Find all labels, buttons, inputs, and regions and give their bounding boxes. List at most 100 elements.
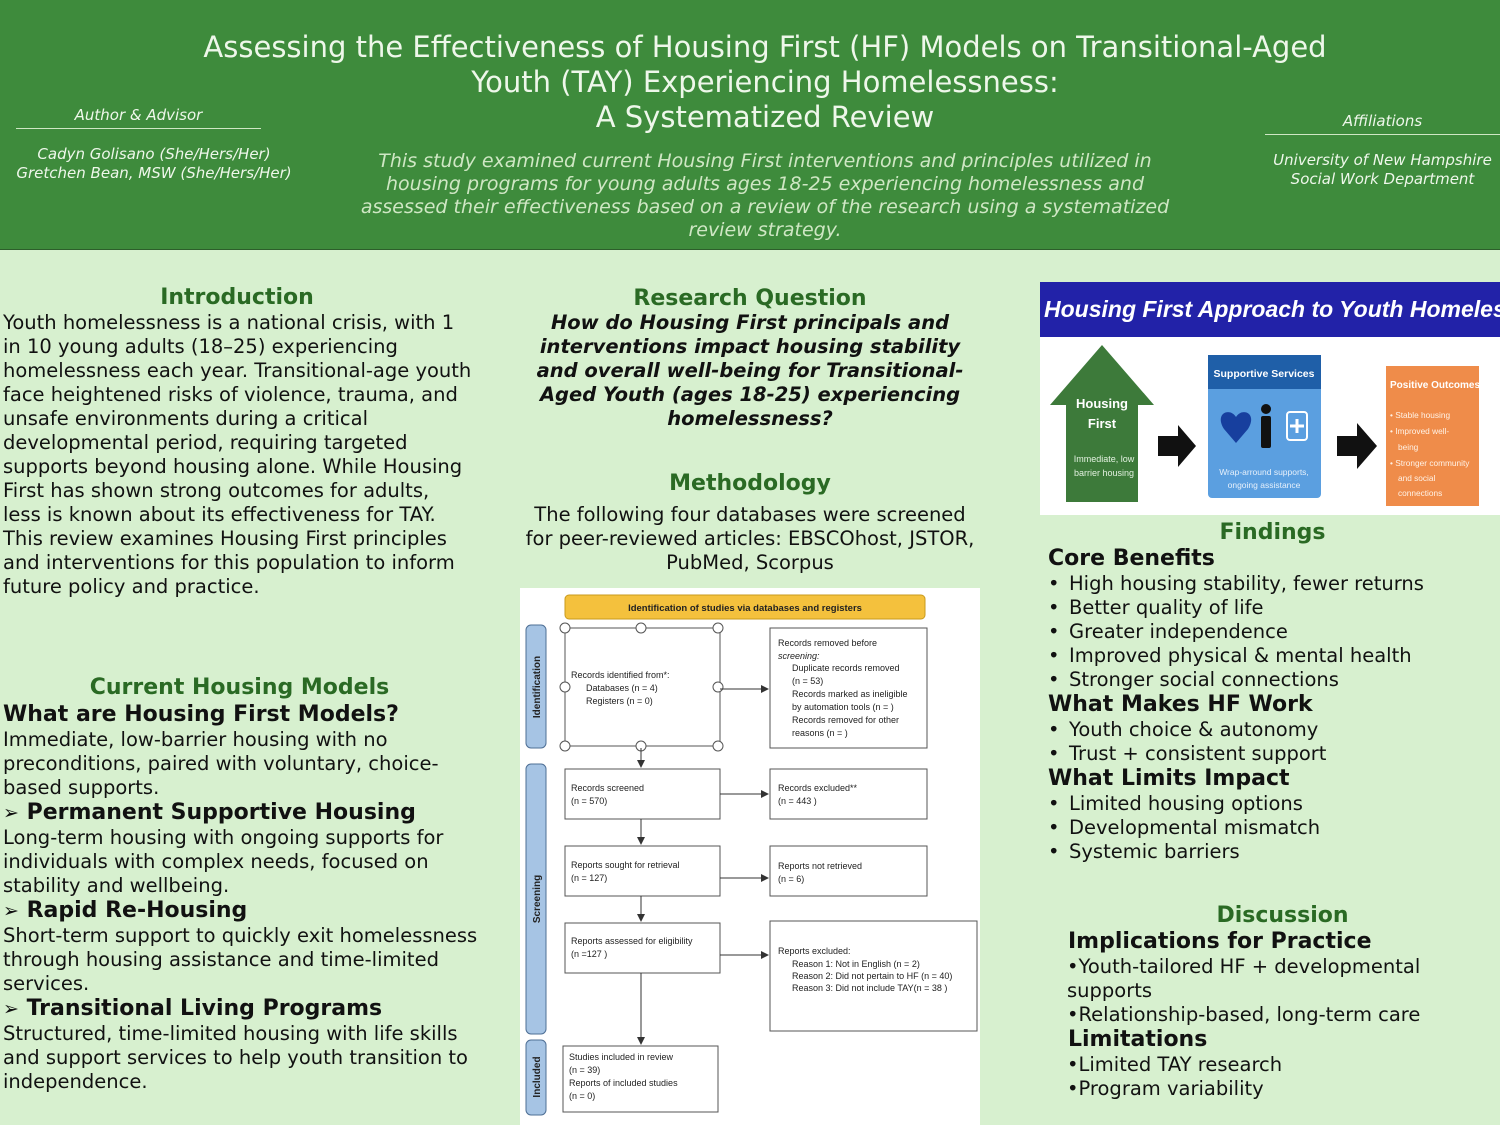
model-description: Long-term housing with ongoing supports … — [3, 826, 444, 897]
house-subtitle: Immediate, low — [1074, 454, 1135, 464]
author-name: Cadyn Golisano (She/Hers/Her) — [37, 145, 271, 163]
list-item: •Limited TAY research — [1067, 1053, 1283, 1076]
outcome-item: and social — [1398, 473, 1436, 483]
arrow-bullet-icon: ➢ — [3, 802, 19, 824]
findings-list: Limited housing options Developmental mi… — [1046, 792, 1496, 864]
reports-not-retrieved-box — [769, 845, 928, 897]
list-item: Better quality of life — [1046, 596, 1496, 620]
house-title: First — [1088, 416, 1117, 431]
outcome-item: • Stronger community — [1390, 458, 1470, 468]
arrow-right-icon — [1337, 423, 1377, 469]
prisma-text: Reports assessed for eligibility — [571, 936, 693, 946]
prisma-text: Registers (n = 0) — [586, 696, 653, 706]
list-item: High housing stability, fewer returns — [1046, 572, 1496, 596]
prisma-text: Reason 1: Not in English (n = 2) — [792, 959, 920, 969]
limitations-list: •Limited TAY research •Program variabili… — [1067, 1053, 1487, 1101]
heart-icon — [1220, 412, 1252, 443]
poster-title: Assessing the Effectiveness of Housing F… — [180, 30, 1350, 135]
affiliations-block: Affiliations University of New Hampshire… — [1265, 112, 1500, 189]
findings-list: High housing stability, fewer returns Be… — [1046, 572, 1496, 692]
prisma-top-banner — [564, 594, 926, 620]
affiliation-line: University of New Hampshire — [1273, 151, 1492, 169]
outcome-item: connections — [1398, 488, 1442, 498]
records-excluded-box — [769, 768, 928, 820]
findings-group-title: What Limits Impact — [1048, 766, 1290, 791]
person-icon — [1261, 404, 1271, 414]
study-summary: This study examined current Housing Firs… — [360, 150, 1170, 241]
prisma-text: reasons (n = ) — [792, 728, 848, 738]
prisma-text: (n = 127) — [571, 873, 607, 883]
phase-bar-identification — [525, 624, 547, 749]
limitations-heading: Limitations — [1068, 1027, 1208, 1052]
prisma-text: Records identified from*: — [571, 670, 670, 680]
prisma-text: Reason 3: Did not include TAY(n = 38 ) — [792, 983, 947, 993]
prisma-text: Records excluded** — [778, 783, 858, 793]
prisma-text: Records removed before — [778, 638, 877, 648]
author-name: Gretchen Bean, MSW (She/Hers/Her) — [16, 164, 292, 182]
outcomes-card — [1386, 366, 1479, 506]
prisma-text: (n = 443 ) — [778, 796, 817, 806]
prisma-text: Reports excluded: — [778, 946, 851, 956]
what-are-hf-heading: What are Housing First Models? — [3, 702, 399, 727]
model-heading: ➢ Transitional Living Programs — [3, 996, 382, 1021]
model-description: Structured, time-limited housing with li… — [3, 1022, 468, 1093]
model-name: Transitional Living Programs — [26, 996, 383, 1021]
implications-list: •Youth-tailored HF + developmental suppo… — [1067, 955, 1487, 1027]
list-item: Trust + consistent support — [1046, 742, 1496, 766]
prisma-text: (n = 6) — [778, 874, 804, 884]
outcome-item: • Stable housing — [1390, 410, 1450, 420]
findings-list: Youth choice & autonomy Trust + consiste… — [1046, 718, 1496, 766]
title-line: Youth (TAY) Experiencing Homelessness: — [471, 65, 1059, 99]
prisma-text: Databases (n = 4) — [586, 683, 658, 693]
arrow-right-icon — [1158, 425, 1196, 467]
prisma-top-banner-text: Identification of studies via databases … — [628, 603, 862, 614]
phase-label: Included — [532, 1056, 543, 1097]
model-name: Permanent Supportive Housing — [26, 800, 416, 825]
infographic-graphic: Housing First Immediate, low barrier hou… — [1050, 345, 1480, 506]
phase-label: Identification — [532, 656, 543, 718]
services-header — [1208, 355, 1321, 389]
prisma-text: (n =127 ) — [571, 949, 607, 959]
title-line: Assessing the Effectiveness of Housing F… — [203, 30, 1327, 64]
prisma-text: screening: — [778, 651, 820, 661]
list-item: Stronger social connections — [1046, 668, 1496, 692]
infographic-banner: Housing First Approach to Youth Homeless… — [1040, 282, 1500, 337]
prisma-text: Reports not retrieved — [778, 861, 862, 871]
services-subtitle: Wrap-arround supports, — [1219, 467, 1309, 477]
prisma-text: (n = 39) — [569, 1065, 600, 1075]
phase-label: Screening — [532, 875, 543, 923]
phase-bar-screening — [525, 763, 547, 1035]
model-heading: ➢ Rapid Re-Housing — [3, 898, 247, 923]
prisma-text: Reports of included studies — [569, 1078, 678, 1088]
prisma-svg: Identification of studies via databases … — [525, 594, 978, 1116]
methodology-text: The following four databases were screen… — [525, 503, 975, 574]
prisma-text: Records marked as ineligible — [792, 689, 908, 699]
list-item: Systemic barriers — [1046, 840, 1496, 864]
list-item: Greater independence — [1046, 620, 1496, 644]
prisma-text: Records removed for other — [792, 715, 899, 725]
list-item: Youth choice & autonomy — [1046, 718, 1496, 742]
house-title: Housing — [1076, 396, 1128, 411]
outcome-item: being — [1398, 442, 1419, 452]
model-name: Rapid Re-Housing — [26, 898, 248, 923]
introduction-text: Youth homelessness is a national crisis,… — [3, 311, 472, 598]
author-heading: Author & Advisor — [16, 106, 261, 129]
prisma-text: (n = 570) — [571, 796, 607, 806]
arrow-bullet-icon: ➢ — [3, 900, 19, 922]
housing-first-infographic: Housing First Approach to Youth Homeless… — [1040, 282, 1500, 515]
methodology-heading: Methodology — [669, 471, 831, 496]
prisma-text: Records screened — [571, 783, 644, 793]
affiliation-line: Social Work Department — [1290, 170, 1475, 188]
services-title: Supportive Services — [1214, 368, 1315, 380]
findings-group-title: Core Benefits — [1048, 546, 1215, 571]
current-models-heading: Current Housing Models — [89, 675, 390, 700]
services-subtitle: ongoing assistance — [1228, 480, 1301, 490]
research-question-heading: Research Question — [633, 286, 867, 311]
title-line: A Systematized Review — [595, 100, 935, 134]
research-question-text: How do Housing First principals and inte… — [536, 311, 964, 430]
records-removed-box — [769, 627, 928, 749]
prisma-text: Reports sought for retrieval — [571, 860, 680, 870]
list-item: •Relationship-based, long-term care — [1067, 1003, 1421, 1026]
records-identified-box — [564, 627, 721, 747]
discussion-heading: Discussion — [1216, 903, 1349, 928]
